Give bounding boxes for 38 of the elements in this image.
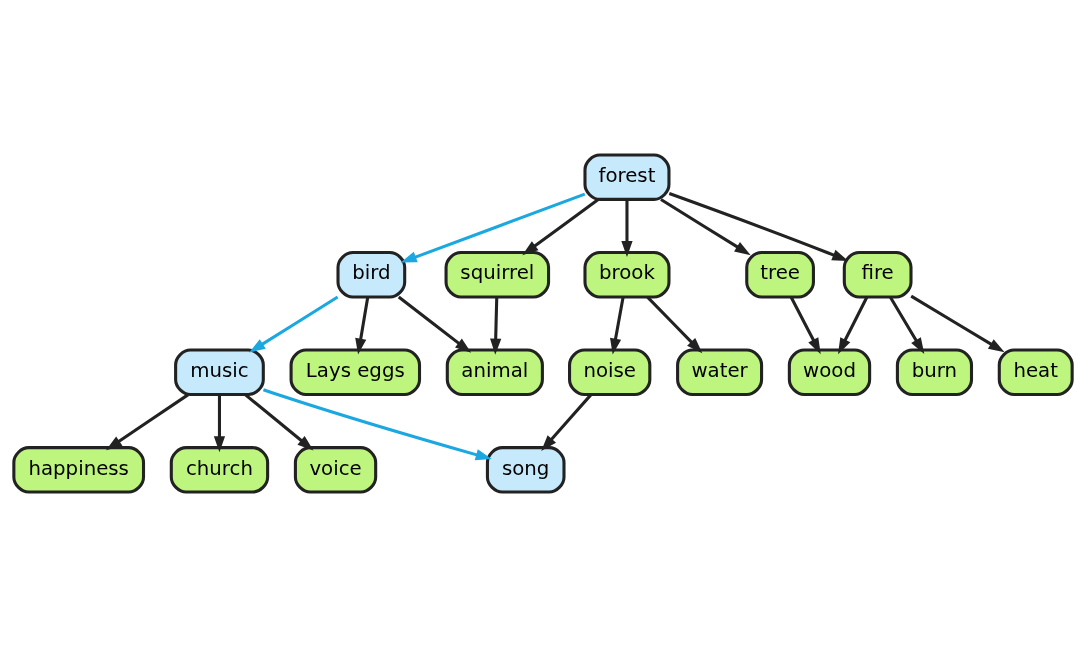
arrow	[660, 198, 751, 256]
arrow	[522, 198, 600, 256]
arrow	[262, 388, 492, 461]
node-box: wood	[787, 348, 872, 397]
arrow	[838, 296, 869, 355]
node-box: tree	[745, 250, 815, 299]
node-box: bird	[336, 250, 407, 299]
arrow	[621, 199, 633, 258]
arrow	[910, 294, 1005, 353]
arrow	[400, 192, 586, 263]
node-box: noise	[568, 348, 652, 397]
node-box: voice	[293, 446, 378, 494]
node-box: church	[169, 446, 270, 494]
arrow	[541, 393, 593, 452]
node-box: forest	[583, 153, 671, 201]
arrow	[888, 296, 925, 354]
node-box: water	[676, 348, 764, 397]
arrow	[249, 295, 339, 353]
node-box: heat	[997, 348, 1074, 397]
node-box: happiness	[12, 446, 146, 494]
arrow	[244, 393, 314, 451]
node-box: fire	[842, 250, 913, 299]
node-box: burn	[895, 348, 974, 397]
arrow	[668, 192, 849, 262]
node-box: music	[174, 348, 265, 397]
arrow	[397, 295, 472, 353]
node-box: animal	[445, 348, 544, 397]
node-box: song	[485, 446, 566, 494]
arrow	[789, 296, 821, 355]
arrow	[610, 296, 625, 355]
arrow	[105, 393, 190, 451]
arrow	[355, 296, 370, 355]
node-box: squirrel	[444, 250, 551, 299]
arrow	[490, 297, 502, 355]
node-box: brook	[583, 250, 671, 299]
node-box: Lays eggs	[289, 348, 422, 397]
arrow	[646, 296, 703, 354]
arrow	[213, 394, 226, 453]
